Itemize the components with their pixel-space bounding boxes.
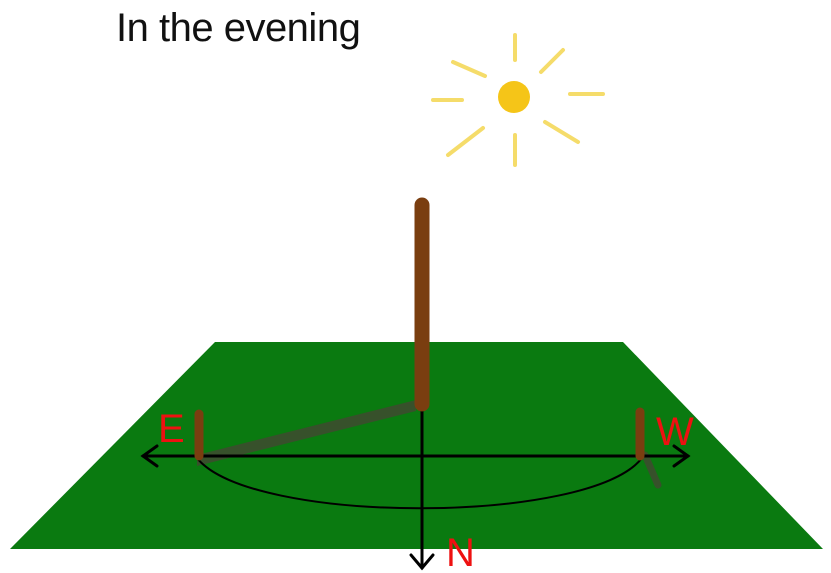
- arrow-north-icon: [409, 553, 435, 571]
- ground-plane: [10, 342, 823, 549]
- arrow-west-icon: [672, 444, 691, 468]
- label-east: E: [158, 407, 185, 451]
- marker-shadow-west: [641, 451, 662, 489]
- shadow-path-arc: [196, 457, 643, 510]
- label-north: N: [446, 531, 475, 573]
- diagram-title: In the evening: [116, 6, 361, 50]
- pole-shadow: [197, 400, 416, 466]
- sun-disc: [498, 81, 530, 113]
- sun-icon: [431, 33, 605, 167]
- north-line: [409, 403, 435, 571]
- label-west: W: [656, 410, 694, 454]
- arrow-east-icon: [140, 444, 159, 468]
- sun-rays: [431, 33, 605, 167]
- east-west-line: [140, 444, 691, 468]
